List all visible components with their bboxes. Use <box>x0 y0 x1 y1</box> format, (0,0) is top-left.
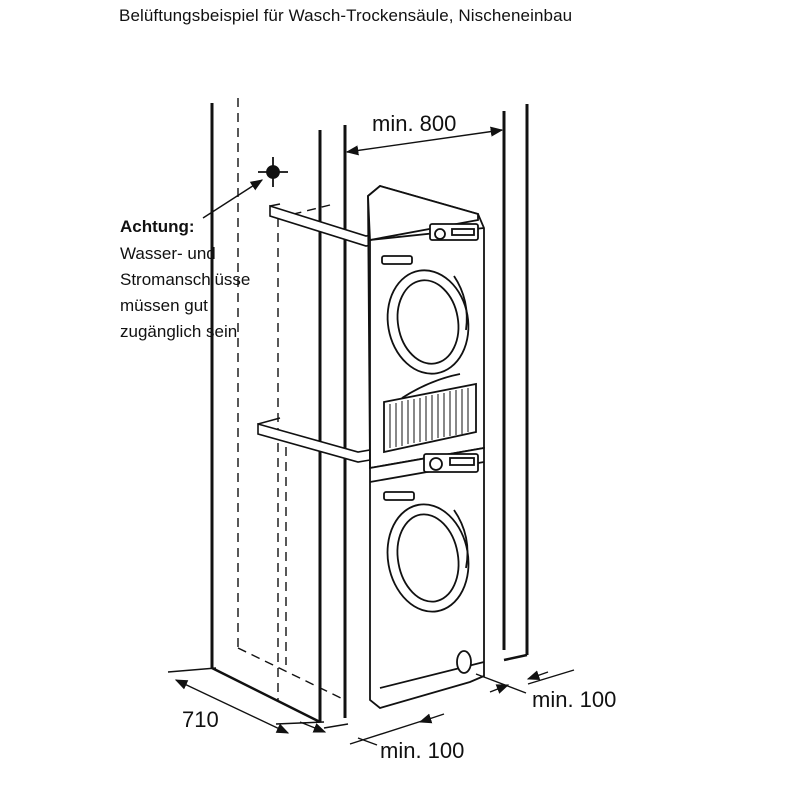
access-note: Achtung: Wasser- und Stromanschlüsse müs… <box>120 217 250 341</box>
note-line: müssen gut <box>120 296 208 315</box>
diagram-title: Belüftungsbeispiel für Wasch-Trockensäul… <box>119 6 573 25</box>
gap-front-dimension <box>299 713 445 746</box>
note-pointer-arrow <box>202 179 264 219</box>
shelf-top <box>269 203 377 247</box>
width-dimension <box>345 126 504 156</box>
depth-dimension <box>167 667 325 734</box>
connection-symbol <box>258 157 288 187</box>
note-line: zugänglich sein <box>120 322 237 341</box>
floor-left <box>211 666 321 724</box>
shelf-middle <box>257 417 371 463</box>
gap-side-label: min. 100 <box>532 687 616 712</box>
depth-label: 710 <box>182 707 219 732</box>
gap-front-label: min. 100 <box>380 738 464 763</box>
note-line: Stromanschlüsse <box>120 270 250 289</box>
note-heading: Achtung: <box>120 217 195 236</box>
gap-side-dimension <box>475 669 575 694</box>
note-line: Wasser- und <box>120 244 216 263</box>
washer <box>369 446 485 709</box>
dashed-outline <box>237 98 346 701</box>
dryer <box>367 185 485 470</box>
width-label: min. 800 <box>372 111 456 136</box>
niche-walls <box>210 103 529 724</box>
